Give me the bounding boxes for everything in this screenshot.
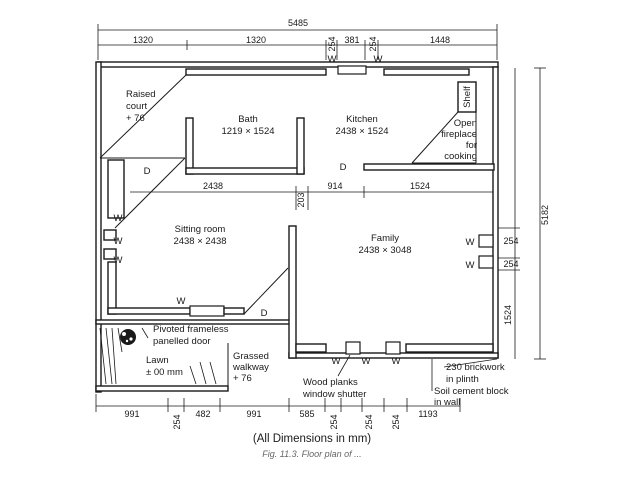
inner-dimensions: 2438 914 1524 203 [130, 181, 493, 210]
dim-inner-203: 203 [296, 192, 306, 207]
dim-right-1524: 1524 [503, 305, 513, 325]
svg-text:Family: Family [371, 233, 399, 244]
svg-text:Raised: Raised [126, 89, 156, 100]
dim-top-1320-a: 1320 [133, 35, 153, 45]
label-fireplace: Open fireplace for cooking [441, 118, 477, 162]
svg-text:in wall: in wall [434, 397, 460, 408]
dim-overall-right: 5182 [540, 205, 550, 225]
label-raised-court: Raised court + 76 [126, 89, 156, 124]
svg-text:Kitchen: Kitchen [346, 114, 378, 125]
window-label-family-right-a: W [466, 237, 475, 248]
svg-text:Wood planks: Wood planks [303, 377, 358, 388]
dim-bottom-991-b: 991 [246, 409, 261, 419]
svg-text:walkway: walkway [232, 362, 269, 373]
dim-inner-2438: 2438 [203, 181, 223, 191]
dim-top-254-b: 254 [368, 36, 378, 51]
svg-text:in plinth: in plinth [446, 374, 479, 385]
svg-text:1219 × 1524: 1219 × 1524 [221, 126, 274, 137]
svg-text:± 00 mm: ± 00 mm [146, 367, 183, 378]
note-pivoted-door: Pivoted frameless panelled door [153, 324, 229, 347]
court-diagonal [99, 74, 187, 159]
window-label-left-b: W [114, 236, 123, 247]
window-top [337, 65, 470, 76]
svg-text:+ 76: + 76 [126, 113, 145, 124]
dim-bottom-1193: 1193 [418, 409, 437, 419]
svg-text:2438 × 3048: 2438 × 3048 [358, 245, 411, 256]
bottom-dimensions: 991 254 482 991 585 254 254 254 1193 [95, 394, 461, 430]
note-soil-cement: Soil cement block in wall [431, 359, 509, 408]
svg-text:+ 76: + 76 [233, 373, 252, 384]
window-label-left-a: W [114, 213, 123, 224]
family-room-walls [288, 225, 494, 359]
label-lawn: Lawn ± 00 mm [146, 355, 183, 378]
note-brickwork: 230 brickwork in plinth [443, 358, 505, 385]
svg-text:window shutter: window shutter [302, 389, 366, 400]
svg-text:Soil cement block: Soil cement block [434, 386, 509, 397]
door-label-walkway: D [261, 308, 268, 319]
dim-right-254-lower: 254 [503, 259, 518, 269]
dim-inner-1524: 1524 [410, 181, 430, 191]
label-family: Family 2438 × 3048 [358, 233, 411, 256]
dim-bottom-254-b: 254 [329, 414, 339, 429]
svg-text:Grassed: Grassed [233, 351, 269, 362]
svg-text:court: court [126, 101, 147, 112]
shelf-label: Shelf [462, 86, 473, 108]
svg-text:panelled door: panelled door [153, 336, 211, 347]
note-wood-planks: Wood planks window shutter [302, 354, 366, 400]
svg-text:Sitting room: Sitting room [175, 224, 226, 235]
svg-text:fireplace: fireplace [441, 129, 477, 140]
dim-bottom-585: 585 [299, 409, 314, 419]
label-sitting-room: Sitting room 2438 × 2438 [173, 224, 226, 247]
door-label-kitchen: D [340, 162, 347, 173]
svg-text:Lawn: Lawn [146, 355, 169, 366]
dim-bottom-254-d: 254 [391, 414, 401, 429]
svg-text:for: for [466, 140, 477, 151]
right-dimensions: 5182 254 254 1524 [495, 67, 550, 360]
svg-text:Bath: Bath [238, 114, 258, 125]
dim-top-1448: 1448 [430, 35, 450, 45]
dim-bottom-254-c: 254 [364, 414, 374, 429]
dim-bottom-254-a: 254 [172, 414, 182, 429]
dim-right-254-upper: 254 [503, 236, 518, 246]
dim-top-254-a: 254 [327, 36, 337, 51]
label-bath: Bath 1219 × 1524 [221, 114, 274, 137]
label-kitchen: Kitchen 2438 × 1524 [335, 114, 388, 137]
lawn-hatching [99, 327, 217, 385]
sitting-room-walls [103, 159, 289, 317]
window-label-top-b: W [374, 54, 383, 65]
figure-caption: Fig. 11.3. Floor plan of ... [262, 449, 361, 459]
svg-text:Open: Open [454, 118, 477, 129]
window-label-left-c: W [114, 255, 123, 266]
svg-text:230 brickwork: 230 brickwork [446, 362, 505, 373]
dim-top-1320-b: 1320 [246, 35, 266, 45]
dim-bottom-991-a: 991 [124, 409, 139, 419]
label-grassed-walkway: Grassed walkway + 76 [232, 351, 269, 384]
kitchen-bottom-wall [363, 163, 495, 171]
window-label-family-bottom-c: W [392, 356, 401, 367]
bush-icon [120, 329, 136, 345]
window-label-sitting-bottom: W [177, 296, 186, 307]
kitchen-top-wall [185, 68, 327, 76]
svg-text:Pivoted frameless: Pivoted frameless [153, 324, 229, 335]
window-label-family-bottom-a: W [332, 356, 341, 367]
dim-inner-914: 914 [327, 181, 342, 191]
footer-note: (All Dimensions in mm) [253, 433, 371, 445]
svg-text:2438 × 2438: 2438 × 2438 [173, 236, 226, 247]
bath-walls [185, 117, 305, 175]
svg-text:2438 × 1524: 2438 × 1524 [335, 126, 388, 137]
window-label-family-bottom-b: W [362, 356, 371, 367]
outer-walls [95, 61, 499, 393]
door-label-court: D [144, 166, 151, 177]
svg-text:cooking: cooking [444, 151, 477, 162]
fireplace: Shelf [411, 81, 477, 164]
window-label-top-a: W [328, 54, 337, 65]
window-label-family-right-b: W [466, 260, 475, 271]
dim-top-381: 381 [344, 35, 359, 45]
dim-overall-top: 5485 [288, 18, 308, 28]
lawn-bottom-wall [95, 385, 229, 392]
top-dimensions: 5485 1320 1320 254 381 254 1448 [97, 18, 498, 60]
dim-bottom-482: 482 [195, 409, 210, 419]
